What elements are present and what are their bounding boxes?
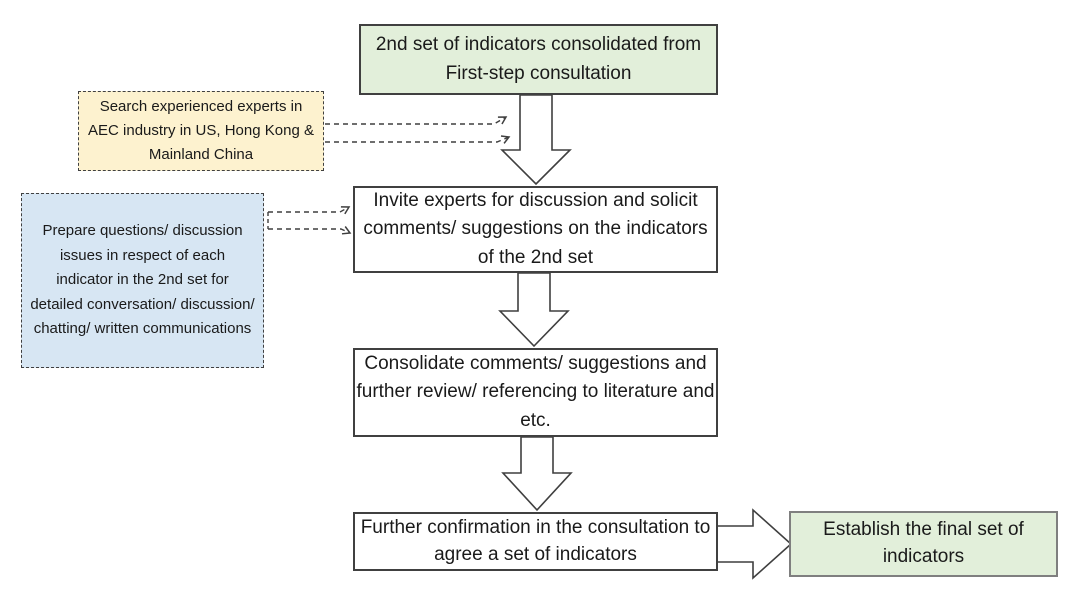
dashed-arrow-yellow-1-icon	[325, 116, 508, 125]
dashed-arrow-yellow-2-icon	[325, 135, 511, 144]
block-arrow-down-2-icon	[498, 272, 570, 348]
block-arrow-right-icon	[716, 508, 793, 580]
block-arrow-down-3-icon	[501, 436, 573, 512]
node-invite-experts-label: Invite experts for discussion and solici…	[363, 189, 708, 268]
node-establish-final-set-label: Establish the final set of indicators	[823, 519, 1024, 567]
node-search-experts-note: Search experienced experts in AEC indust…	[78, 91, 324, 171]
node-search-experts-note-label: Search experienced experts in AEC indust…	[88, 97, 314, 164]
dashed-arrow-blue-1-icon	[268, 206, 351, 215]
node-consolidated-set: 2nd set of indicators consolidated from …	[359, 24, 718, 95]
node-prepare-questions-note-label: Prepare questions/ discussion issues in …	[30, 222, 255, 338]
block-arrow-down-1-icon	[500, 94, 572, 186]
node-consolidate-comments-label: Consolidate comments/ suggestions and fu…	[356, 352, 715, 431]
node-consolidate-comments: Consolidate comments/ suggestions and fu…	[353, 348, 718, 437]
node-further-confirmation: Further confirmation in the consultation…	[353, 512, 718, 571]
dashed-arrow-blue-2-icon	[268, 226, 352, 235]
node-consolidated-set-label: 2nd set of indicators consolidated from …	[375, 34, 702, 84]
node-invite-experts: Invite experts for discussion and solici…	[353, 186, 718, 273]
node-establish-final-set: Establish the final set of indicators	[789, 511, 1058, 577]
node-prepare-questions-note: Prepare questions/ discussion issues in …	[21, 193, 264, 368]
node-further-confirmation-label: Further confirmation in the consultation…	[360, 516, 711, 565]
